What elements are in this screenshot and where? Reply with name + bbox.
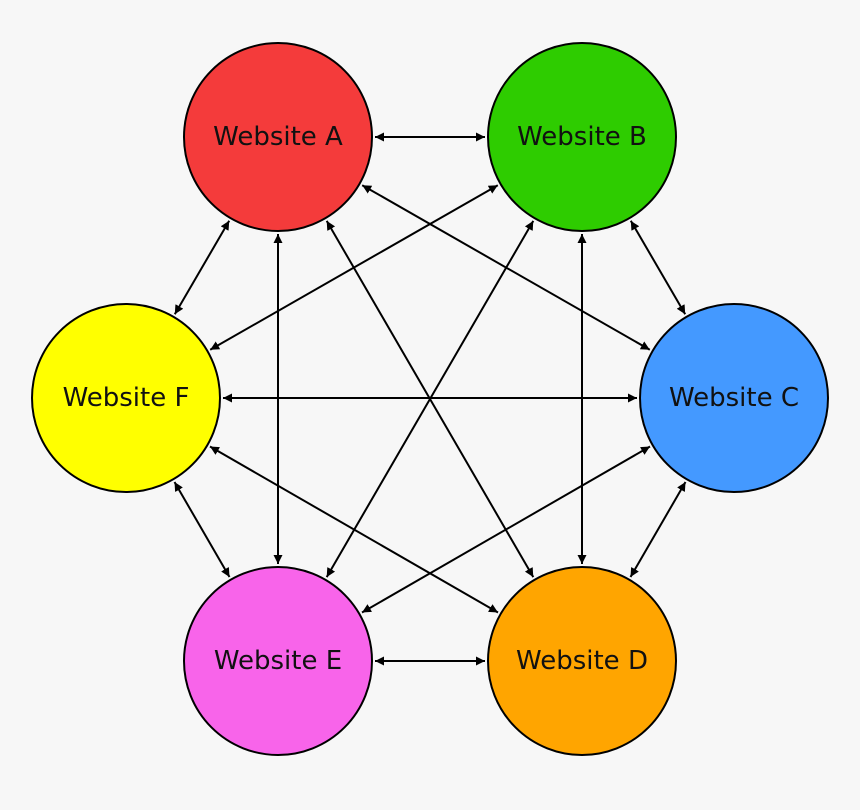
node-circle [639,303,829,493]
node-label: Website C [669,383,799,413]
node-website-d: Website D [487,566,677,756]
node-website-a: Website A [183,42,373,232]
node-label: Website A [213,122,343,152]
node-label: Website E [214,646,342,676]
node-circle [487,42,677,232]
node-website-b: Website B [487,42,677,232]
node-circle [487,566,677,756]
edge-b-f [209,184,499,351]
node-website-e: Website E [183,566,373,756]
edge-d-f [209,445,499,614]
node-label: Website B [517,122,647,152]
node-circle [183,42,373,232]
edge-c-d [629,481,687,578]
node-website-c: Website C [639,303,829,493]
node-label: Website F [63,383,190,413]
edge-e-f [173,481,231,578]
node-website-f: Website F [31,303,221,493]
edge-b-c [629,220,687,315]
edges-layer [173,132,687,666]
node-circle [31,303,221,493]
node-circle [183,566,373,756]
edge-a-f [173,220,231,315]
node-label: Website D [516,646,648,676]
